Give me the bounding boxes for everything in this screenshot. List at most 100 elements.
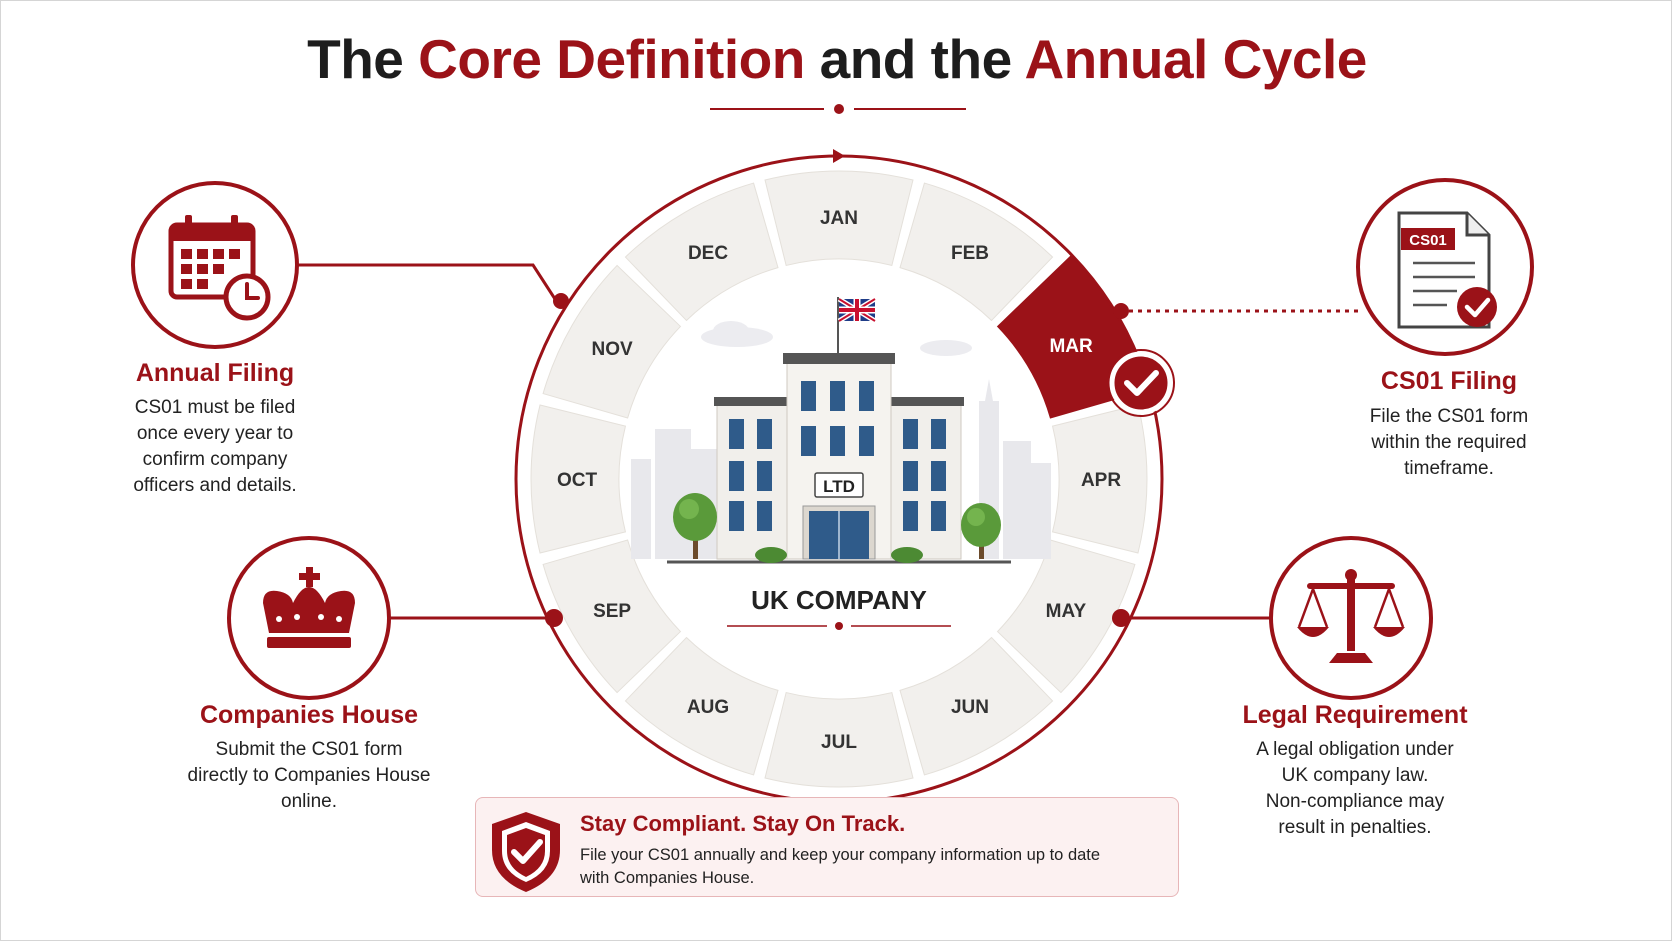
cs01-filing-line: timeframe. (1404, 458, 1494, 479)
building-window (729, 419, 744, 449)
building-window (931, 461, 946, 491)
companies-house-description: Submit the CS01 form directly to Compani… (149, 737, 469, 815)
month-label-mar: MAR (1049, 336, 1093, 357)
legal-requirement-line: A legal obligation under (1256, 739, 1454, 760)
building-window (729, 461, 744, 491)
month-labels: JAN FEB MAR APR MAY JUN JUL AUG SEP OCT NOV DEC (557, 208, 1121, 753)
annual-filing-line: CS01 must be filed (134, 397, 296, 418)
building-sign: LTD (823, 477, 855, 496)
cs01-filing-line: File the CS01 form (1369, 406, 1529, 427)
month-label-aug: AUG (687, 697, 729, 718)
building-window (757, 501, 772, 531)
scales-icon (1297, 569, 1405, 663)
month-segment-jun (899, 636, 1054, 776)
cs01-filing-icon-circle: CS01 (1356, 178, 1534, 356)
title-part-2: Core Definition (418, 28, 805, 90)
building-window (903, 501, 918, 531)
banner-line: with Companies House. (580, 869, 755, 887)
companies-house-line: directly to Companies House (187, 765, 431, 786)
month-segment-jul (764, 691, 914, 788)
building-window (931, 501, 946, 531)
month-segment-dec (624, 182, 779, 322)
calendar-clock-icon (168, 215, 271, 321)
tree-icon (673, 493, 717, 559)
title-part-3: and the (804, 28, 1025, 90)
building-window (830, 426, 845, 456)
title-part-1: The (307, 28, 419, 90)
building-window (859, 426, 874, 456)
legal-requirement-icon-circle (1269, 536, 1433, 700)
month-segment-sep (542, 539, 682, 694)
compliance-banner: Stay Compliant. Stay On Track. File your… (475, 797, 1179, 897)
month-segment-nov (542, 264, 682, 419)
legal-requirement-line: UK company law. (1281, 765, 1429, 786)
annual-filing-title: Annual Filing (135, 359, 295, 387)
building-window (859, 381, 874, 411)
banner-title: Stay Compliant. Stay On Track. (580, 811, 906, 836)
connector-companies-house (387, 609, 563, 627)
month-label-dec: DEC (688, 243, 728, 264)
month-segment-aug (624, 636, 779, 776)
annual-filing-icon-circle (131, 181, 299, 349)
month-label-oct: OCT (557, 470, 598, 491)
companies-house-line: online. (281, 791, 337, 812)
companies-house-title: Companies House (199, 701, 419, 729)
month-label-apr: APR (1081, 470, 1121, 491)
annual-filing-line: confirm company (142, 449, 288, 470)
shield-check-icon (492, 812, 560, 892)
month-label-jan: JAN (820, 208, 858, 229)
month-label-jun: JUN (951, 697, 989, 718)
building-window (757, 461, 772, 491)
building-illustration: LTD (631, 296, 1051, 564)
uk-flag-icon (837, 296, 877, 324)
month-segment-jan (764, 170, 914, 267)
document-check-icon: CS01 (1397, 211, 1497, 329)
banner-text: File your CS01 annually and keep your co… (580, 844, 1160, 890)
legal-requirement-line: result in penalties. (1278, 817, 1432, 838)
banner-line: File your CS01 annually and keep your co… (580, 846, 1101, 864)
cs01-filing-line: within the required (1371, 432, 1527, 453)
building-window (903, 419, 918, 449)
month-label-jul: JUL (821, 732, 857, 753)
page-title: The Core Definition and the Annual Cycle (1, 27, 1671, 91)
month-label-may: MAY (1046, 601, 1087, 622)
connector-annual-filing (297, 263, 569, 309)
company-label: UK COMPANY (751, 585, 927, 615)
connector-legal-requirement (1112, 609, 1273, 627)
companies-house-line: Submit the CS01 form (215, 739, 403, 760)
annual-filing-line: once every year to (136, 423, 294, 444)
month-label-nov: NOV (592, 339, 634, 360)
connector-cs01-filing (1113, 303, 1361, 319)
building-window (757, 419, 772, 449)
crown-icon (263, 567, 355, 648)
legal-requirement-description: A legal obligation under UK company law.… (1205, 737, 1505, 841)
month-segment-may (996, 539, 1136, 694)
title-divider (710, 104, 966, 114)
cycle-arrow-icon (833, 149, 845, 163)
month-segment-oct (530, 404, 627, 554)
check-badge-icon (1107, 349, 1175, 417)
legal-requirement-line: Non-compliance may (1265, 791, 1445, 812)
companies-house-icon-circle (227, 536, 391, 700)
month-label-feb: FEB (951, 243, 989, 264)
annual-filing-description: CS01 must be filed once every year to co… (85, 395, 345, 499)
cs01-filing-description: File the CS01 form within the required t… (1319, 404, 1579, 482)
building-window (830, 381, 845, 411)
building-window (903, 461, 918, 491)
month-segment-apr (1051, 404, 1148, 554)
tree-icon (961, 503, 1001, 559)
building-window (729, 501, 744, 531)
month-segment-feb (899, 182, 1054, 322)
annual-filing-line: officers and details. (133, 475, 297, 496)
legal-requirement-title: Legal Requirement (1242, 701, 1468, 729)
cs01-filing-title: CS01 Filing (1380, 367, 1518, 395)
month-label-sep: SEP (593, 601, 631, 622)
building-window (801, 381, 816, 411)
company-label-divider (727, 622, 951, 630)
building-window (801, 426, 816, 456)
building-window (931, 419, 946, 449)
document-label: CS01 (1409, 232, 1447, 249)
title-part-4: Annual Cycle (1024, 28, 1367, 90)
